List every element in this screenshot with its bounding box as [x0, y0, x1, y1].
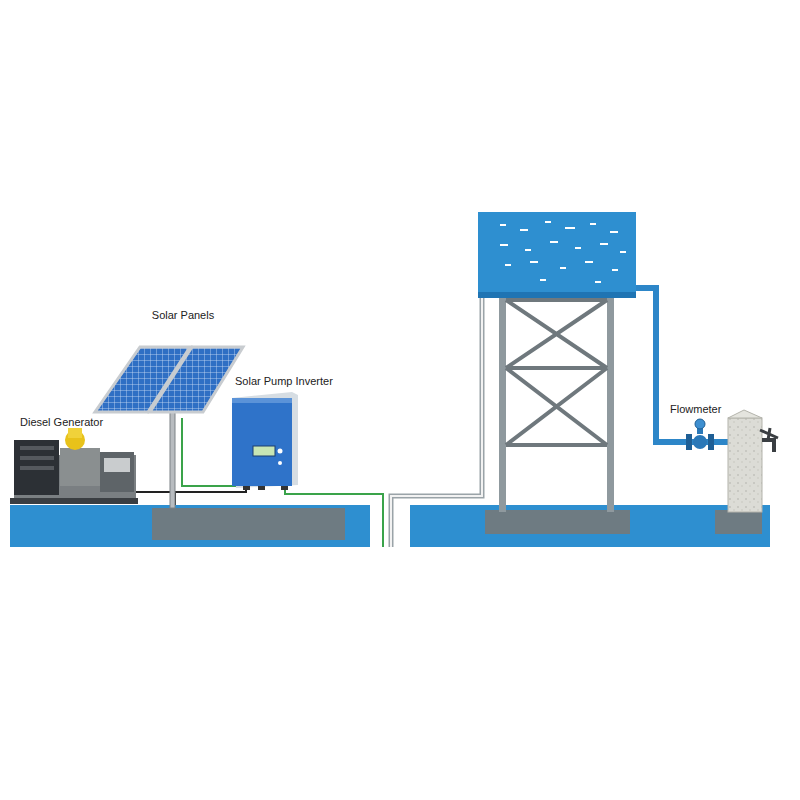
- pipe: [636, 288, 730, 442]
- slab: [152, 508, 345, 540]
- part-label: Solar Pump Inverter: [235, 375, 333, 388]
- slab: [715, 510, 762, 534]
- slab: [485, 510, 630, 534]
- tap-post: [728, 410, 778, 512]
- part-label: Solar Panels: [152, 309, 214, 322]
- wire: [135, 487, 246, 505]
- part-label: Diesel Generator: [20, 416, 103, 429]
- ground: [10, 505, 370, 547]
- wire: [285, 487, 383, 547]
- solar-panels: [95, 347, 243, 508]
- water-tower: [478, 212, 636, 512]
- part-label: Flowmeter: [670, 403, 721, 416]
- diesel-generator: [10, 428, 138, 504]
- pipe: [391, 297, 482, 547]
- solar-pump-inverter: [232, 392, 298, 490]
- ground: [410, 505, 770, 547]
- pipe: [391, 297, 482, 547]
- flowmeter: [686, 419, 714, 450]
